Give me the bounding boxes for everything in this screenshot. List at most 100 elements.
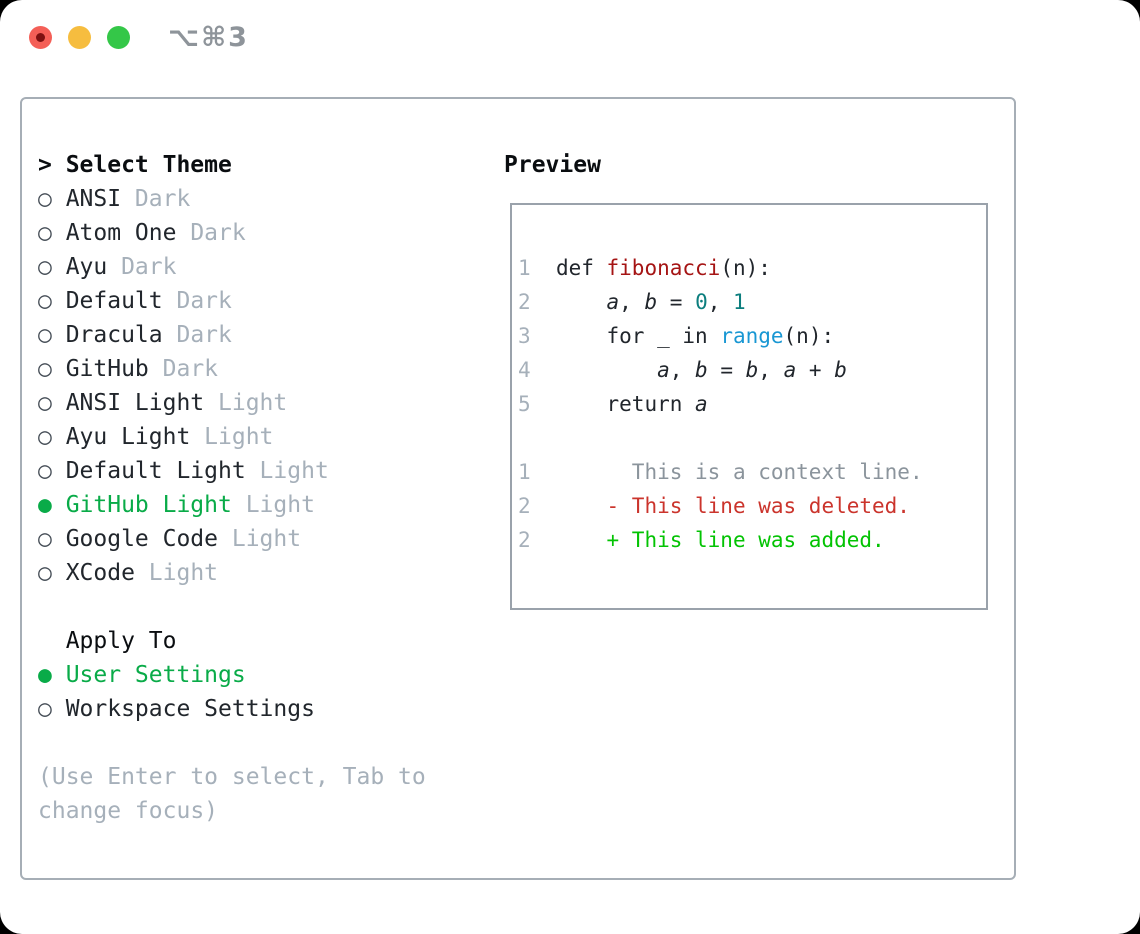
line-number: 2 [518,494,556,518]
code-token: This is a context line. [555,460,923,484]
code-token: (n): [720,256,771,280]
theme-name: Default [65,288,163,314]
theme-option-github[interactable]: ○GitHub Dark [38,352,426,386]
line-number: 5 [518,392,556,416]
theme-name: Google Code [65,526,219,552]
theme-variant-label: Light [245,458,329,484]
radio-icon: ○ [38,288,52,314]
code-token: a [657,358,670,382]
theme-variant-label: Light [204,390,288,416]
radio-icon: ○ [38,220,52,246]
radio-icon: ○ [38,696,52,722]
theme-variant-label: Light [231,492,315,518]
apply-to-header: Apply To [38,624,426,658]
code-token: , [619,290,645,314]
apply-option-workspace-settings[interactable]: ○ Workspace Settings [38,692,426,726]
theme-variant-label: Dark [176,220,246,246]
theme-option-default-light[interactable]: ○Default Light Light [38,454,426,488]
radio-icon: ○ [38,560,52,586]
radio-icon: ○ [38,424,52,450]
preview-line [518,421,986,455]
theme-list: ○ANSI Dark○Atom One Dark○Ayu Dark○Defaul… [38,182,426,590]
code-token: a [695,392,708,416]
apply-option-label: User Settings [65,662,246,688]
theme-variant-label: Dark [121,186,191,212]
code-token: fibonacci [606,256,721,280]
select-theme-header: > Select Theme [38,148,426,182]
code-token: b [834,358,847,382]
preview-header: Preview [504,152,601,178]
theme-name: Atom One [65,220,177,246]
radio-icon: ○ [38,186,52,212]
code-token: for _ in [555,324,721,348]
window-title: ⌥⌘3 [168,22,249,53]
code-token [556,494,607,518]
apply-to-label: Apply To [65,628,177,654]
theme-option-github-light[interactable]: ● GitHub Light Light [38,488,426,522]
minimize-button[interactable] [68,26,91,49]
radio-icon: ○ [38,356,52,382]
theme-variant-label: Light [134,560,219,586]
radio-icon: ○ [38,526,52,552]
code-token: , [758,358,784,382]
preview-line: 1 def fibonacci(n): [518,251,986,285]
theme-option-ansi[interactable]: ○ ANSI Dark [38,182,426,216]
line-number: 1 [518,256,556,280]
line-number: 1 [518,460,556,484]
theme-option-default[interactable]: ○ Default Dark [38,284,426,318]
apply-option-user-settings[interactable]: ● User Settings [38,658,426,692]
apply-option-label: Workspace Settings [65,696,315,722]
code-token: a [783,358,797,382]
theme-option-ayu[interactable]: ○ Ayu Dark [38,250,426,284]
radio-icon: ○ [38,254,52,280]
help-text-line-2: change focus) [38,798,219,824]
code-token: - This line was deleted. [606,494,910,518]
code-token [556,290,607,314]
code-token: a [606,290,620,314]
theme-name: ANSI [65,186,122,212]
line-number: 4 [518,358,556,382]
prompt-icon: > [38,152,52,178]
selected-radio-icon: ● [38,662,52,688]
theme-variant-label: Dark [162,288,232,314]
preview-line: 2 + This line was added. [518,523,986,557]
theme-option-google-code[interactable]: ○Google Code Light [38,522,426,556]
theme-name: Ayu [65,254,108,280]
theme-option-ayu-light[interactable]: ○Ayu Light Light [38,420,426,454]
theme-name: Dracula [65,322,163,348]
preview-line: 2 a, b = 0, 1 [518,285,986,319]
radio-icon: ○ [38,322,52,348]
code-token: def [555,256,607,280]
theme-name: GitHub Light [65,492,232,518]
radio-icon: ○ [38,458,52,484]
zoom-button[interactable] [107,26,130,49]
code-token: + This line was added. [606,528,885,552]
theme-option-ansi-light[interactable]: ○ANSI Light Light [38,386,426,420]
spacer [38,726,426,760]
close-button[interactable] [29,26,52,49]
theme-variant-label: Light [190,424,274,450]
theme-option-xcode[interactable]: ○ XCode Light [38,556,426,590]
code-token [556,358,657,382]
theme-option-dracula[interactable]: ○ Dracula Dark [38,318,426,352]
select-theme-label: Select Theme [65,152,232,178]
line-number: 2 [518,290,556,314]
theme-option-atom-one[interactable]: ○ Atom One Dark [38,216,426,250]
code-token: 1 [733,290,746,314]
preview-line: 5 return a [518,387,986,421]
code-token: + [796,358,835,382]
theme-variant-label: Dark [107,254,177,280]
theme-variant-label: Dark [162,322,232,348]
theme-name: XCode [65,560,135,586]
code-token: , [669,358,696,382]
code-token: b [695,358,708,382]
preview-line: 3 for _ in range(n): [518,319,986,353]
theme-picker-panel: >Select Theme ○ANSI Dark○Atom One Dark○A… [20,97,1016,880]
code-token: = [707,358,746,382]
preview-line: 4 a, b = b, a + b [518,353,986,387]
code-token: , [707,290,734,314]
radio-icon: ○ [38,390,52,416]
selected-radio-icon: ● [38,492,52,518]
spacer [38,590,426,624]
